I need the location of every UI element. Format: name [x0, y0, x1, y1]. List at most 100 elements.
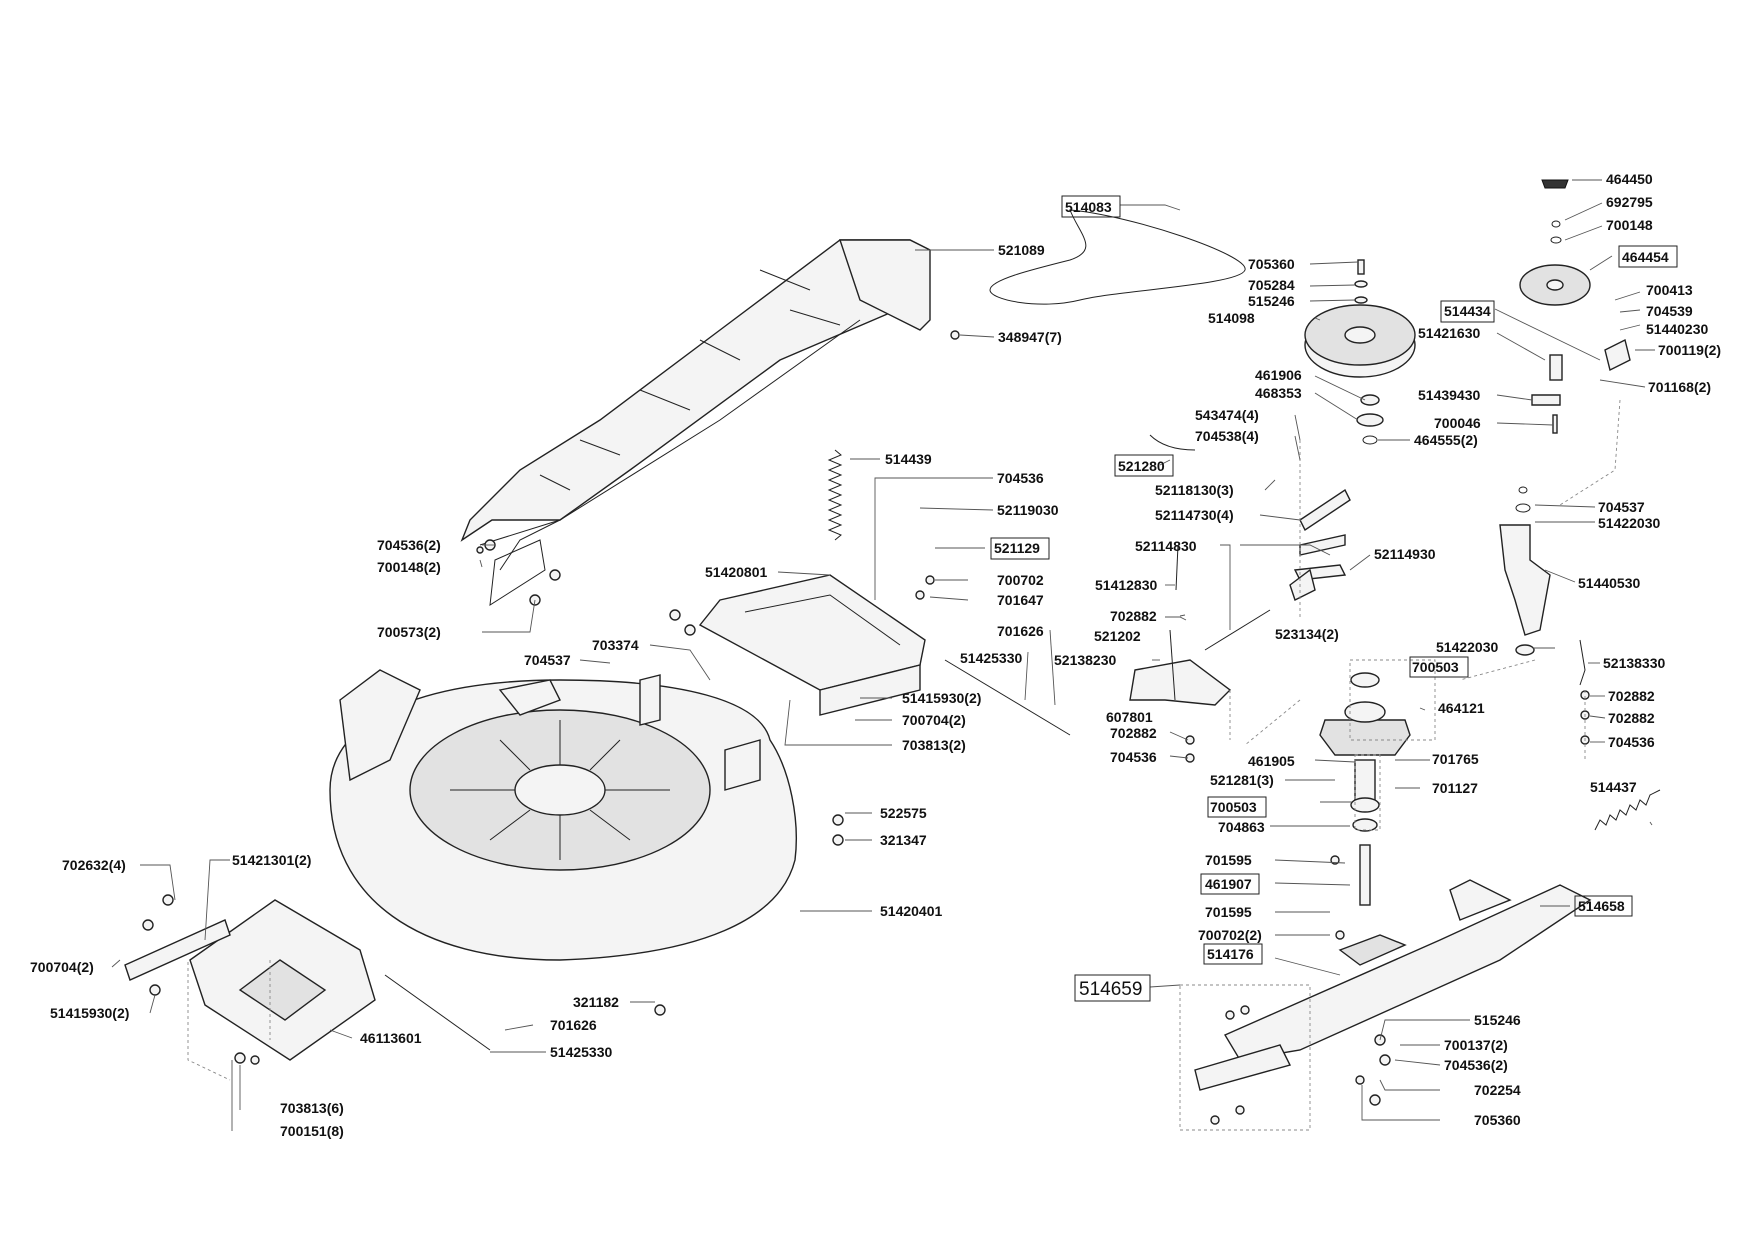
label-521280: 521280 — [1118, 458, 1165, 474]
label-704863: 704863 — [1218, 819, 1265, 835]
label-515246-top: 515246 — [1248, 293, 1295, 309]
mower-deck-drawing — [329, 669, 797, 961]
label-52114730-4: 52114730(4) — [1155, 507, 1234, 523]
label-523134-2: 523134(2) — [1275, 626, 1339, 642]
label-521281-3: 521281(3) — [1210, 772, 1274, 788]
label-521202: 521202 — [1094, 628, 1141, 644]
label-704537-b: 704537 — [524, 652, 571, 668]
label-701595-b: 701595 — [1205, 904, 1252, 920]
label-52114830: 52114830 — [1135, 538, 1197, 554]
label-51422030-a: 51422030 — [1598, 515, 1661, 531]
dashed-guides — [187, 399, 1621, 1081]
label-704536-b: 704536 — [1608, 734, 1655, 750]
idler-pulley-drawing — [1519, 179, 1631, 434]
label-700702: 700702 — [997, 572, 1044, 588]
label-700046: 700046 — [1434, 415, 1481, 431]
fasteners-drawing — [142, 330, 1590, 1125]
rear-bracket-drawing — [124, 899, 376, 1061]
label-703813-6: 703813(6) — [280, 1100, 344, 1116]
label-702254: 702254 — [1474, 1082, 1521, 1098]
grass-chute-drawing — [460, 239, 931, 606]
label-702882-b: 702882 — [1110, 725, 1157, 741]
label-700503-b: 700503 — [1210, 799, 1257, 815]
label-704536-c: 704536 — [997, 470, 1044, 486]
label-514658: 514658 — [1578, 898, 1625, 914]
label-514439: 514439 — [885, 451, 932, 467]
height-rod-bottom — [384, 974, 491, 1051]
label-461907: 461907 — [1205, 876, 1252, 892]
label-543474-4: 543474(4) — [1195, 407, 1259, 423]
label-51440230: 51440230 — [1646, 321, 1709, 337]
label-704536-2-b: 704536(2) — [1444, 1057, 1508, 1073]
label-701626-b: 701626 — [550, 1017, 597, 1033]
tension-spring-drawing — [827, 449, 843, 541]
lift-lever-drawing — [1129, 544, 1271, 706]
label-464454: 464454 — [1622, 249, 1669, 265]
label-700704-2-a: 700704(2) — [902, 712, 966, 728]
center-pulley-drawing — [1304, 259, 1416, 445]
label-701595-a: 701595 — [1205, 852, 1252, 868]
height-rod-top — [944, 659, 1071, 736]
label-701647: 701647 — [997, 592, 1044, 608]
label-321182: 321182 — [573, 994, 619, 1010]
deck-bracket-drawing — [698, 574, 926, 716]
label-464121: 464121 — [1438, 700, 1485, 716]
label-51421301-2: 51421301(2) — [232, 852, 311, 868]
label-700503-a: 700503 — [1412, 659, 1459, 675]
label-700148-2: 700148(2) — [377, 559, 441, 575]
label-705360-b: 705360 — [1474, 1112, 1521, 1128]
spring-514437-drawing — [1594, 789, 1661, 831]
label-461906: 461906 — [1255, 367, 1302, 383]
label-521089: 521089 — [998, 242, 1045, 258]
label-704539: 704539 — [1646, 303, 1693, 319]
label-boxes — [990, 195, 1678, 1002]
spindle-housing-drawing — [1319, 672, 1411, 906]
label-700573-2: 700573(2) — [377, 624, 441, 640]
label-468353: 468353 — [1255, 385, 1302, 401]
label-607801: 607801 — [1106, 709, 1153, 725]
label-522575: 522575 — [880, 805, 927, 821]
label-704537-a: 704537 — [1598, 499, 1645, 515]
label-702882-a: 702882 — [1110, 608, 1157, 624]
label-701626-a: 701626 — [997, 623, 1044, 639]
label-521129: 521129 — [994, 540, 1040, 556]
label-701765: 701765 — [1432, 751, 1479, 767]
label-51425330-a: 51425330 — [960, 650, 1023, 666]
label-703813-2: 703813(2) — [902, 737, 966, 753]
label-700148: 700148 — [1606, 217, 1653, 233]
label-702882-c: 702882 — [1608, 688, 1655, 704]
label-700137-2: 700137(2) — [1444, 1037, 1508, 1053]
label-51425330-b: 51425330 — [550, 1044, 613, 1060]
label-461905: 461905 — [1248, 753, 1295, 769]
label-51415930-2-a: 51415930(2) — [902, 690, 981, 706]
label-515246-b: 515246 — [1474, 1012, 1521, 1028]
part-labels: 464450 692795 700148 464454 700413 70453… — [30, 171, 1721, 1139]
label-702882-d: 702882 — [1608, 710, 1655, 726]
label-52138230: 52138230 — [1054, 652, 1117, 668]
label-51420401: 51420401 — [880, 903, 943, 919]
label-52114930: 52114930 — [1374, 546, 1436, 562]
label-46113601: 46113601 — [360, 1030, 422, 1046]
leader-lines — [111, 179, 1655, 1131]
label-701168-2: 701168(2) — [1648, 379, 1711, 395]
label-348947-7: 348947(7) — [998, 329, 1062, 345]
label-51439430: 51439430 — [1418, 387, 1481, 403]
label-700704-2-b: 700704(2) — [30, 959, 94, 975]
label-703374: 703374 — [592, 637, 639, 653]
label-700702-2: 700702(2) — [1198, 927, 1262, 943]
label-51412830: 51412830 — [1095, 577, 1158, 593]
label-514083: 514083 — [1065, 199, 1112, 215]
label-702632-4: 702632(4) — [62, 857, 126, 873]
mower-blade-drawing — [1194, 879, 1592, 1091]
label-514098: 514098 — [1208, 310, 1255, 326]
label-52138330: 52138330 — [1603, 655, 1666, 671]
label-52119030: 52119030 — [997, 502, 1059, 518]
label-321347: 321347 — [880, 832, 927, 848]
label-514437: 514437 — [1590, 779, 1637, 795]
label-51440530: 51440530 — [1578, 575, 1641, 591]
label-514659: 514659 — [1079, 979, 1142, 1000]
label-701127: 701127 — [1432, 780, 1478, 796]
label-52118130-3: 52118130(3) — [1155, 482, 1234, 498]
idler-arm-drawing — [1499, 486, 1586, 686]
